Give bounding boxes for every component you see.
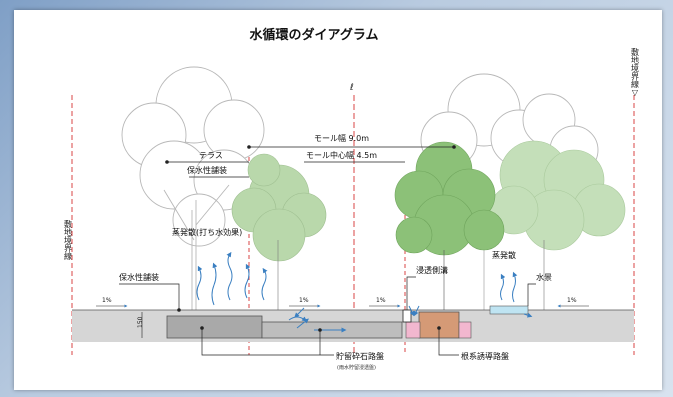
terrace-label: テラス [199, 151, 223, 160]
evaporation-label: 蒸発散 [492, 250, 516, 260]
slope-label-3: 1% [376, 297, 386, 304]
boundary-label-left: 敷地境界線 [64, 219, 73, 260]
gutter-box [402, 309, 412, 323]
root-guide-label: 根系誘導路盤 [461, 351, 509, 361]
evaporation-sprinkle-label: 蒸発散(打ち水効果) [172, 227, 242, 237]
evaporation-arrows-right [500, 271, 518, 303]
slope-label-4: 1% [567, 297, 577, 304]
diagram-sheet: 水循環のダイアグラム 敷地境界線 敷地境界線▽ ℓ [14, 10, 662, 390]
slope-label-2: 1% [299, 297, 309, 304]
crushed-stone-base-left [166, 315, 263, 339]
center-mark: ℓ [349, 83, 354, 93]
mall-width-label: モール幅 9.0m [314, 133, 369, 143]
crushed-stone-label: 貯留砕石路盤 [336, 351, 384, 361]
root-guide-pink-right [458, 321, 472, 339]
tree-green-right [489, 140, 626, 310]
diagram-title: 水循環のダイアグラム [250, 27, 379, 43]
mall-center-width-label: モール中心幅 4.5m [306, 150, 377, 160]
water-feature-basin [489, 305, 529, 315]
permeable-paving-label: 保水性舗装 [119, 272, 159, 282]
water-cycle-diagram: 水循環のダイアグラム 敷地境界線 敷地境界線▽ ℓ [64, 27, 640, 371]
depth-label: 150 [137, 316, 144, 328]
evaporation-arrows-left [196, 251, 268, 306]
crushed-stone-leader [201, 328, 334, 356]
boundary-label-right: 敷地境界線▽ [631, 47, 640, 97]
permeable-paving-top-label: 保水性舗装 [187, 165, 227, 175]
tree-outline-left [121, 66, 265, 310]
water-feature-label: 水景 [536, 272, 552, 282]
root-guide-pink-left [405, 321, 421, 339]
tree-green-left [231, 153, 327, 310]
slope-label-1: 1% [102, 297, 112, 304]
tree-green-center [394, 141, 505, 310]
infiltration-gutter-label: 浸透側溝 [416, 265, 448, 275]
root-guide-leader [438, 328, 459, 356]
crushed-stone-note: (雨水貯留浸透盤) [337, 364, 376, 371]
